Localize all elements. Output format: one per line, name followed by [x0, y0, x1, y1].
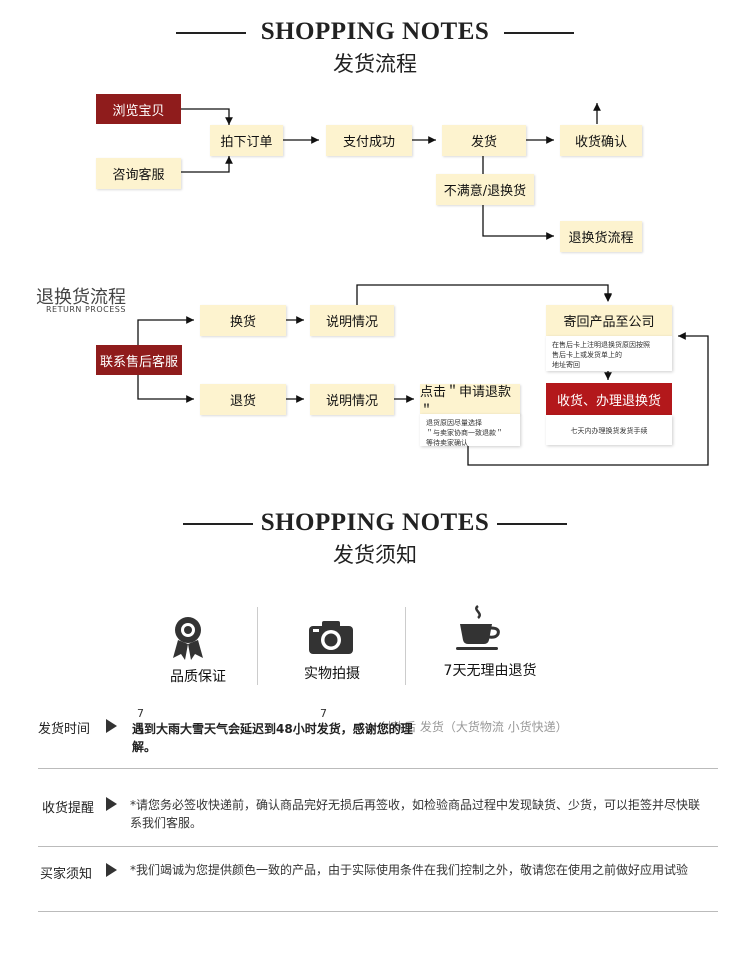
note-label-receipt: 收货提醒 [42, 801, 95, 816]
header-title-en: SHOPPING NOTES [260, 509, 490, 536]
feature-label: 7天无理由退货 [443, 663, 537, 679]
play-triangle-icon [106, 719, 117, 733]
explain-box-2: 说明情况 [310, 384, 394, 415]
send-back-note-line: 在售后卡上注明退换货原因按照 [552, 341, 650, 349]
feature-label: 品质保证 [170, 669, 226, 685]
header-shopping-notes-2: SHOPPING NOTES 发货须知 [0, 509, 750, 569]
award-ribbon-icon [168, 614, 208, 666]
refund-note-line: 退货原因尽量选择 [426, 419, 482, 427]
feature-label: 实物拍摄 [304, 666, 360, 682]
note-text-receipt: *请您务必签收快递前，确认商品完好无损后再签收，如检验商品过程中发现缺货、少货，… [130, 798, 701, 830]
send-back-note: 在售后卡上注明退换货原因按照 售后卡上或发货单上的 地址寄回 [546, 336, 672, 371]
play-triangle-icon [106, 797, 117, 811]
ship-box: 发货 [442, 125, 526, 156]
confirm-box: 收货确认 [560, 125, 642, 156]
receive-box: 收货、办理退换货 [546, 383, 672, 415]
header-title-cn: 发货须知 [333, 543, 417, 567]
note-mark: 7 [137, 707, 144, 720]
header-rule-left [175, 32, 246, 34]
note-faint-text: 付款后 发货（大货物流 小货快递） [380, 720, 568, 734]
pay-box: 支付成功 [326, 125, 412, 156]
send-back-note-line: 售后卡上或发货单上的 [552, 351, 622, 359]
note-mark: 7 [320, 707, 327, 720]
refund-box: 退货 [200, 384, 286, 415]
header-rule-right [497, 523, 568, 525]
exchange-box: 换货 [200, 305, 286, 336]
row-divider [38, 911, 718, 912]
unsatisfied-box: 不满意/退换货 [436, 174, 534, 205]
header-rule-left [182, 523, 253, 525]
divider [257, 607, 258, 685]
note-label-ship-time: 发货时间 [38, 722, 91, 737]
order-box: 拍下订单 [210, 125, 283, 156]
contact-service-box: 联系售后客服 [96, 345, 182, 375]
play-triangle-icon [106, 863, 117, 877]
camera-icon [307, 618, 355, 660]
return-process-title: 退换货流程 [36, 287, 126, 308]
note-label-buyer: 买家须知 [40, 867, 93, 882]
header-title-cn: 发货流程 [333, 52, 417, 76]
return-flow-box: 退换货流程 [560, 221, 642, 252]
return-process-subtitle: RETURN PROCESS [46, 305, 126, 314]
refund-note: 退货原因尽量选择 ＂与卖家协商一致退款＂ 等待卖家确认 [420, 414, 520, 447]
apply-refund-box: 点击＂申请退款＂ [420, 384, 520, 419]
refund-note-line: ＂与卖家协商一致退款＂ [426, 429, 503, 437]
refund-note-line: 等待卖家确认 [426, 439, 468, 447]
row-divider [38, 768, 718, 769]
divider [405, 607, 406, 685]
coffee-cup-icon [454, 604, 504, 656]
send-back-note-line: 地址寄回 [552, 361, 580, 369]
browse-box: 浏览宝贝 [96, 94, 181, 124]
explain-box-1: 说明情况 [310, 305, 394, 336]
send-back-box: 寄回产品至公司 [546, 305, 672, 336]
header-rule-right [504, 32, 575, 34]
row-divider [38, 846, 718, 847]
consult-box: 咨询客服 [96, 158, 181, 189]
note-text-buyer: *我们竭诚为您提供颜色一致的产品，由于实际使用条件在我们控制之外，敬请您在使用之… [130, 863, 689, 877]
header-shopping-notes-1: SHOPPING NOTES 发货流程 [0, 18, 750, 78]
note-text-ship-time: 遇到大雨大雪天气会延迟到48小时发货，感谢您的理解。 [132, 722, 413, 754]
receive-note: 七天内办理换货发货手续 [546, 415, 672, 445]
header-title-en: SHOPPING NOTES [260, 18, 490, 45]
